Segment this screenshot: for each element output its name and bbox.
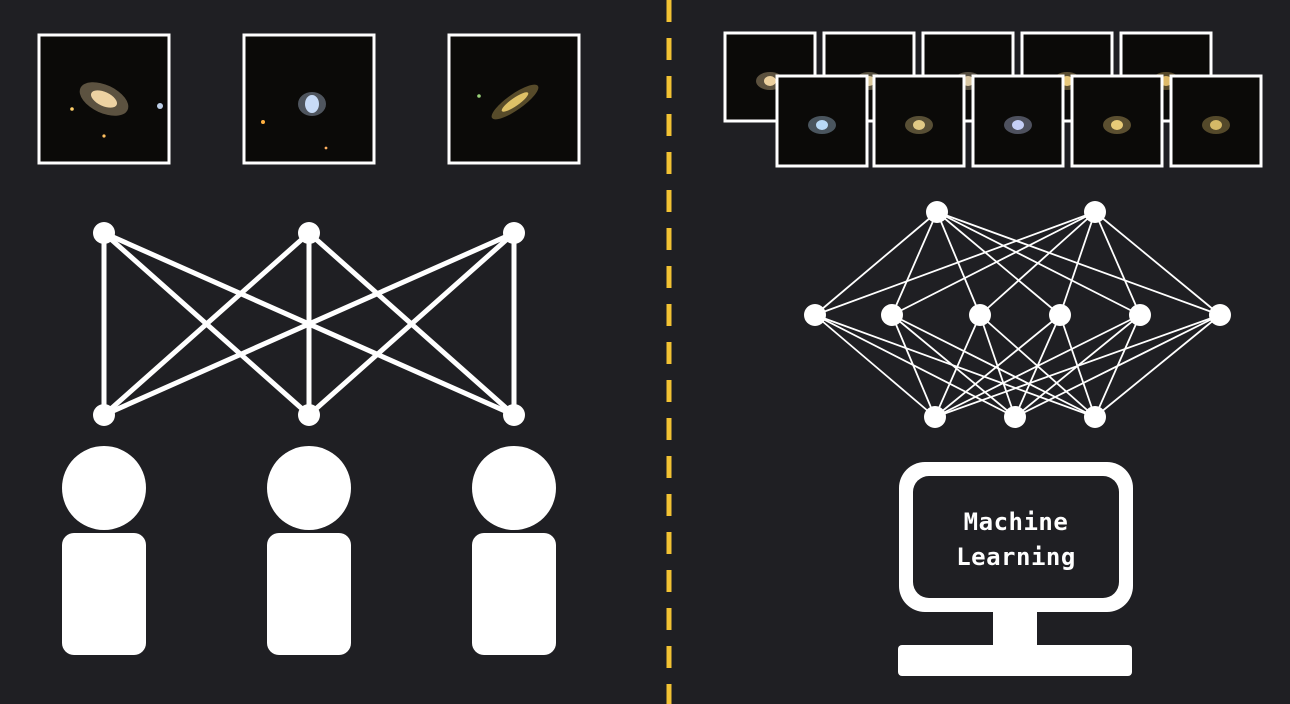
galaxy-thumbnail-front [1169,74,1263,168]
nn-edge [1094,211,1141,316]
nn-edge [814,211,938,316]
nn-node [924,406,946,428]
network-edge [101,230,517,418]
neural-network [804,201,1231,428]
network-node [93,222,115,244]
network-node [503,222,525,244]
galaxy-thumbnail-front [775,74,869,168]
person-icon [472,446,556,655]
nn-edge [934,314,1141,418]
nn-edge [934,314,981,418]
computer-monitor-icon: Machine Learning [898,462,1133,676]
nn-edge [1014,314,1221,418]
nn-edge [891,314,936,418]
galaxy-thumbnail-front [1070,74,1164,168]
left-peer-network [93,222,525,426]
network-edge [101,230,312,418]
network-edge [306,230,517,418]
nn-edge [1059,211,1096,316]
nn-edge [936,211,981,316]
nn-node [1084,201,1106,223]
network-node [93,404,115,426]
nn-edge [979,211,1096,316]
galaxy-thumbnail-front [872,74,966,168]
person-icon [62,446,146,655]
galaxy-icon [1004,116,1032,134]
nn-edge [936,211,1221,316]
galaxy-thumbnail-1 [37,33,171,165]
right-galaxy-images [723,31,1263,168]
left-galaxy-images [37,33,581,165]
galaxy-thumbnail-3 [447,33,581,165]
network-node [503,404,525,426]
galaxy-icon [905,116,933,134]
galaxy-thumbnail-2 [242,33,376,165]
machine-learning-label-line1: Machine [964,508,1069,536]
nn-node [881,304,903,326]
network-node [298,222,320,244]
nn-edge [891,211,1096,316]
galaxy-thumbnail-front [971,74,1065,168]
nn-edge [814,211,1096,316]
nn-node [1049,304,1071,326]
galaxy-icon [808,116,836,134]
galaxy-spiral-icon [70,82,163,138]
network-node [298,404,320,426]
nn-edge [934,314,1221,418]
nn-node [1129,304,1151,326]
nn-edge [891,211,938,316]
nn-node [926,201,948,223]
nn-edge [891,314,1096,418]
galaxy-edge-on-icon [477,84,539,120]
nn-node [969,304,991,326]
nn-edge [936,211,1061,316]
person-icon [267,446,351,655]
nn-edge [934,314,1061,418]
nn-node [1084,406,1106,428]
nn-edge [1094,314,1221,418]
nn-edge [1094,211,1221,316]
galaxy-icon [1202,116,1230,134]
nn-node [1209,304,1231,326]
nn-node [1004,406,1026,428]
nn-node [804,304,826,326]
galaxy-icon [1103,116,1131,134]
machine-learning-label-line2: Learning [956,543,1076,571]
nn-edge [891,314,1016,418]
people-group [62,446,556,655]
galaxy-compact-icon [261,92,328,150]
nn-edge [814,314,936,418]
